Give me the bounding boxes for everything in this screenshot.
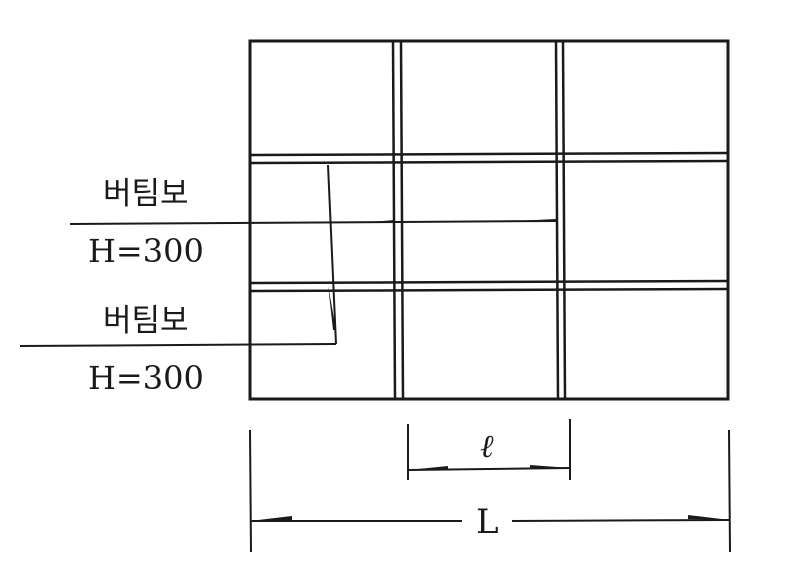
horizontal-wale-upper (249, 151, 729, 165)
vertical-strut-2 (554, 40, 567, 400)
strut-upper-size: H=300 (88, 232, 204, 270)
total-length-label: L (476, 502, 499, 542)
horizontal-wale-lower (249, 279, 729, 293)
strut-lower-name: 버팀보 (103, 303, 189, 339)
dimension-small (407, 419, 571, 480)
vertical-strut-1 (391, 40, 405, 400)
leader-upper (69, 219, 557, 225)
dimension-large (249, 429, 731, 553)
strut-lower-size: H=300 (88, 359, 204, 397)
leader-lower (19, 164, 337, 347)
outer-frame (248, 39, 730, 401)
strut-upper-name: 버팀보 (103, 176, 189, 212)
span-spacing-label: ℓ (480, 427, 494, 465)
